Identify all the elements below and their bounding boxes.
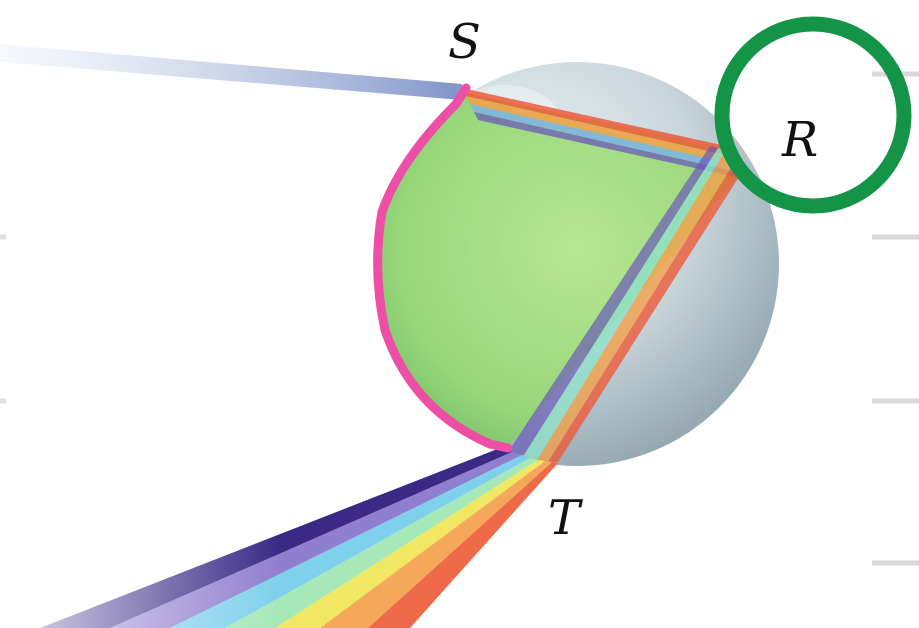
label-r: R — [781, 112, 818, 168]
r-circle-marker — [714, 16, 912, 214]
arc-highlight — [373, 83, 513, 453]
internal-band-rt — [508, 146, 742, 462]
internal-band-sr — [462, 88, 740, 178]
label-t: T — [548, 490, 583, 546]
label-s: S — [448, 14, 481, 70]
outgoing-spectrum — [0, 440, 560, 628]
edge-ticks — [0, 71, 919, 566]
incoming-ray — [0, 44, 462, 100]
internal-path-region — [377, 92, 742, 445]
